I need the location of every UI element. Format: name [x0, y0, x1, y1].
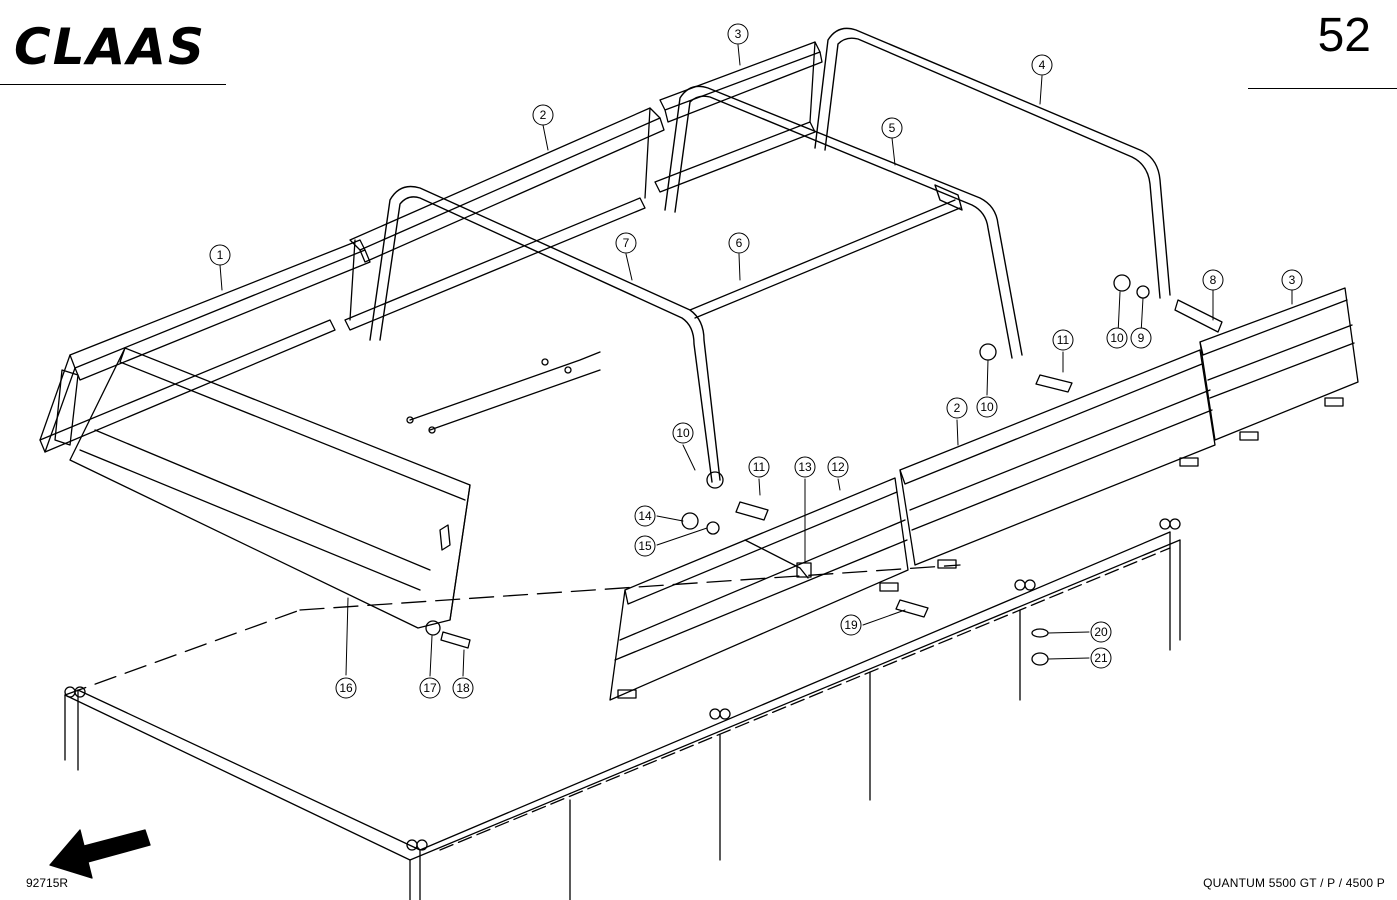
svg-text:19: 19: [844, 618, 858, 632]
svg-text:14: 14: [638, 509, 652, 523]
svg-text:20: 20: [1094, 625, 1108, 639]
callout-1: 1: [209, 244, 231, 266]
svg-text:9: 9: [1138, 331, 1145, 345]
callout-12: 12: [827, 456, 849, 478]
left-side-rails: [39, 41, 823, 453]
drawing-number: 92715R: [26, 876, 69, 890]
callout-9: 9: [1130, 327, 1152, 349]
svg-text:7: 7: [623, 236, 630, 250]
callout-13: 13: [794, 456, 816, 478]
callout-11-upper: 11: [1052, 329, 1074, 351]
callout-18: 18: [452, 677, 474, 699]
svg-text:3: 3: [1289, 273, 1296, 287]
leader-lines: [219, 44, 1293, 677]
callout-6: 6: [728, 232, 750, 254]
svg-text:18: 18: [456, 681, 470, 695]
callout-10-lower: 10: [672, 422, 694, 444]
svg-text:3: 3: [735, 27, 742, 41]
trailer-body-frame: [64, 518, 1181, 900]
direction-arrow-icon: [49, 829, 151, 879]
svg-text:10: 10: [1110, 331, 1124, 345]
front-panel: [69, 347, 471, 629]
svg-text:8: 8: [1210, 273, 1217, 287]
callout-21: 21: [1090, 647, 1112, 669]
svg-text:10: 10: [676, 426, 690, 440]
callout-4: 4: [1031, 54, 1053, 76]
svg-text:11: 11: [753, 460, 766, 474]
brand-logo-text: CLAAS: [14, 18, 206, 72]
callout-15: 15: [634, 535, 656, 557]
callout-19: 19: [840, 614, 862, 636]
header-rule-right: [1248, 88, 1397, 89]
callout-8: 8: [1202, 269, 1224, 291]
callout-16: 16: [335, 677, 357, 699]
callout-20: 20: [1090, 621, 1112, 643]
callout-2-right: 2: [946, 397, 968, 419]
svg-text:17: 17: [423, 681, 437, 695]
right-side-panels: [609, 287, 1359, 701]
svg-text:2: 2: [540, 108, 547, 122]
callout-2-left: 2: [532, 104, 554, 126]
header-rule-left: [0, 84, 226, 85]
model-designation: QUANTUM 5500 GT / P / 4500 P: [1203, 876, 1385, 890]
svg-text:2: 2: [954, 401, 961, 415]
svg-text:12: 12: [831, 460, 845, 474]
svg-text:1: 1: [217, 248, 224, 262]
callout-3-left: 3: [727, 23, 749, 45]
svg-text:6: 6: [736, 236, 743, 250]
callout-14: 14: [634, 505, 656, 527]
callout-10-top: 10: [1106, 327, 1128, 349]
callout-7: 7: [615, 232, 637, 254]
svg-text:5: 5: [889, 121, 896, 135]
cross-bars: [406, 199, 961, 434]
callout-11-lower: 11: [748, 456, 770, 478]
callout-17: 17: [419, 677, 441, 699]
svg-text:15: 15: [638, 539, 652, 553]
roof-hoops: [369, 27, 1171, 483]
svg-text:10: 10: [980, 400, 994, 414]
svg-text:13: 13: [798, 460, 812, 474]
svg-text:11: 11: [1057, 333, 1070, 347]
callout-bubbles: 1 2 3 4 5 6 7 8 3 10 9 11 10 2 10 11 13 …: [209, 23, 1303, 699]
claas-logo: CLAAS: [14, 18, 206, 72]
callout-10-mid: 10: [976, 396, 998, 418]
callout-5: 5: [881, 117, 903, 139]
svg-text:4: 4: [1039, 58, 1046, 72]
svg-text:16: 16: [339, 681, 353, 695]
callout-3-right: 3: [1281, 269, 1303, 291]
page-number: 52: [1317, 9, 1371, 62]
svg-text:21: 21: [1094, 651, 1108, 665]
